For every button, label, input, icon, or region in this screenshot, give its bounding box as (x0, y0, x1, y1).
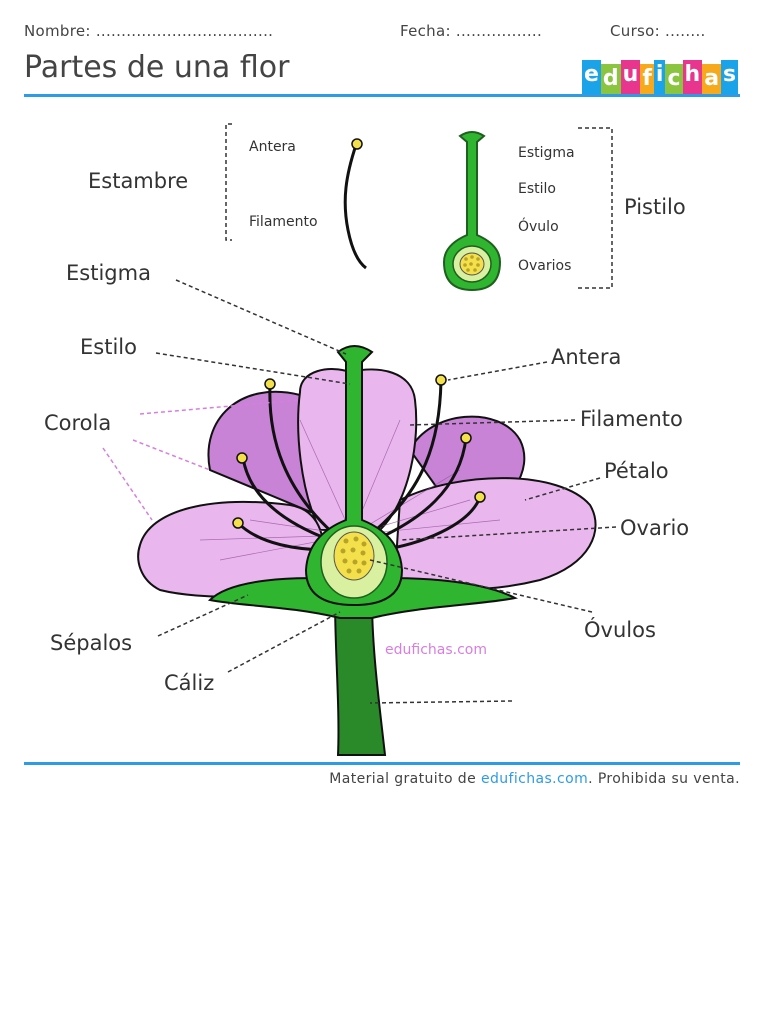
pistilo-label: Pistilo (624, 195, 686, 219)
nombre-field-label: Nombre: ................................… (24, 22, 274, 40)
filamento-label: Filamento (580, 407, 683, 431)
footer-text-suffix: . Prohibida su venta. (588, 771, 740, 787)
antera-small-label: Antera (249, 139, 296, 155)
footer-text-prefix: Material gratuito de (329, 771, 481, 787)
footer-link[interactable]: edufichas.com (480, 771, 589, 787)
page-title: Partes de una flor (24, 50, 290, 85)
estigma-small-label: Estigma (518, 145, 575, 161)
leader-sepalos (157, 594, 249, 637)
estilo-small-label: Estilo (518, 181, 556, 197)
petalo-label: Pétalo (604, 459, 669, 483)
stamen-anther-shape (351, 138, 363, 150)
ovario-label: Ovario (620, 516, 689, 540)
footer-divider (24, 762, 740, 765)
leader-ovario (399, 526, 617, 541)
logo-letter-c: c (665, 64, 683, 94)
estambre-label: Estambre (88, 169, 188, 193)
fecha-field-label: Fecha: ................. (400, 22, 543, 40)
leader-estigma (175, 279, 347, 355)
leader-antera (447, 361, 548, 381)
anther-4 (435, 374, 447, 386)
leader-peduncolo (369, 700, 513, 704)
anther-3 (232, 517, 244, 529)
pistil-small-shape (442, 131, 502, 292)
footer-text: Material gratuito de edufichas.com. Proh… (0, 771, 740, 787)
anther-1 (264, 378, 276, 390)
header-divider (24, 94, 740, 97)
logo-letter-u: u (620, 60, 641, 94)
watermark-text: edufichas.com (385, 642, 487, 658)
estigma-label: Estigma (66, 261, 151, 285)
filamento-small-label: Filamento (249, 214, 318, 230)
ovulo-small-label: Óvulo (518, 217, 559, 235)
estilo-label: Estilo (80, 335, 137, 359)
antera-label: Antera (551, 345, 621, 369)
stamen-filament-shape (343, 144, 367, 270)
peduncle-shape (333, 599, 387, 756)
anther-6 (474, 491, 486, 503)
leader-petalo (524, 477, 601, 501)
anther-5 (460, 432, 472, 444)
leader-estilo (155, 352, 351, 385)
corola-label: Corola (44, 411, 111, 435)
ovarios-small-label: Ovarios (518, 258, 571, 274)
logo-letter-e: e (582, 60, 601, 94)
curso-field-label: Curso: ........ (610, 22, 706, 40)
logo-letter-d: d (600, 64, 621, 94)
logo-letter-s: s (721, 60, 739, 94)
pistilo-bracket (578, 127, 613, 289)
logo-letter-f: f (640, 64, 654, 94)
leader-corola-3 (102, 447, 153, 521)
ovulos-label: Óvulos (584, 617, 656, 642)
logo-letter-h: h (682, 60, 703, 94)
sepalos-label: Sépalos (50, 631, 132, 655)
leader-corola-1 (139, 399, 301, 415)
logo-letter-i: i (653, 60, 666, 94)
logo-letter-a: a (702, 64, 722, 94)
estambre-bracket (225, 123, 232, 241)
caliz-label: Cáliz (164, 671, 214, 695)
anther-2 (236, 452, 248, 464)
leader-corola-2 (132, 439, 211, 471)
leader-caliz (227, 611, 341, 673)
leader-ovulos (369, 559, 593, 613)
